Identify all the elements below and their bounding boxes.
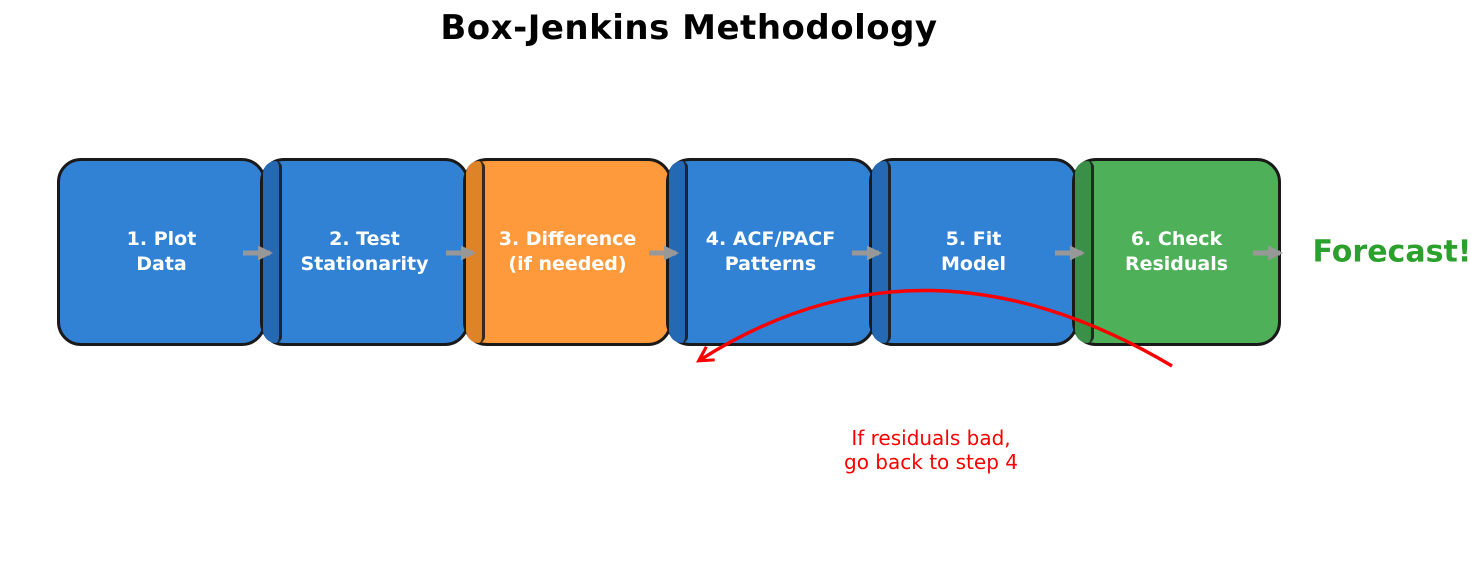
forecast-label: Forecast! bbox=[1312, 234, 1471, 270]
flow-step-label-line2: (if needed) bbox=[508, 253, 627, 275]
flow-step-label-line1: 2. Test bbox=[329, 228, 400, 250]
flow-step-4: 4. ACF/PACF Patterns bbox=[666, 158, 875, 346]
flow-step-label: 5. Fit Model bbox=[941, 227, 1006, 277]
flow-step-label: 3. Difference (if needed) bbox=[499, 227, 637, 277]
flow-step-label: 1. Plot Data bbox=[127, 227, 197, 277]
flow-step-label-line1: 6. Check bbox=[1130, 228, 1223, 250]
flow-step-label-line2: Patterns bbox=[724, 253, 817, 275]
flow-step-3: 3. Difference (if needed) bbox=[463, 158, 672, 346]
flow-step-label-line2: Residuals bbox=[1124, 253, 1229, 275]
flow-step-5: 5. Fit Model bbox=[869, 158, 1078, 346]
flow-step-1: 1. Plot Data bbox=[57, 158, 266, 346]
flow-step-label: 2. Test Stationarity bbox=[301, 227, 429, 277]
flow-step-label-line2: Stationarity bbox=[300, 253, 429, 275]
diagram-title: Box-Jenkins Methodology bbox=[440, 8, 938, 48]
flow-step-2: 2. Test Stationarity bbox=[260, 158, 469, 346]
flow-step-label-line1: 4. ACF/PACF bbox=[705, 228, 836, 250]
flow-step-label-line2: Model bbox=[941, 253, 1006, 275]
flow-step-label: 4. ACF/PACF Patterns bbox=[706, 227, 835, 277]
feedback-note-line1: If residuals bad, bbox=[851, 426, 1011, 450]
flow-step-label-line1: 3. Difference bbox=[498, 228, 637, 250]
feedback-note-line2: go back to step 4 bbox=[844, 450, 1018, 474]
flow-step-label-line1: 1. Plot bbox=[126, 228, 197, 250]
flow-step-label: 6. Check Residuals bbox=[1125, 227, 1228, 277]
feedback-note: If residuals bad, go back to step 4 bbox=[844, 426, 1018, 474]
flow-step-label-line1: 5. Fit bbox=[945, 228, 1002, 250]
flow-step-6: 6. Check Residuals bbox=[1072, 158, 1281, 346]
flow-step-label-line2: Data bbox=[136, 253, 187, 275]
